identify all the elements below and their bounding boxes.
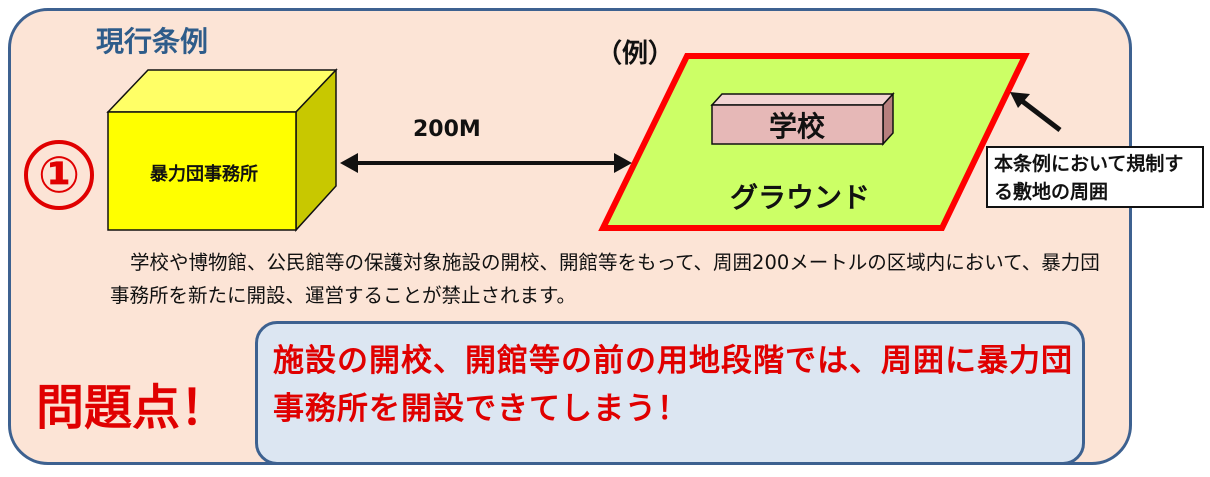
school-block-front	[711, 104, 884, 145]
distance-label: 200M	[413, 117, 481, 142]
problem-label: 問題点！	[36, 380, 229, 436]
school-block-top	[710, 93, 895, 106]
distance-arrow	[340, 153, 632, 173]
office-label: 暴力団事務所	[150, 164, 258, 185]
problem-box	[255, 321, 1085, 465]
regulated-area-note: 本条例において規制する敷地の周囲	[986, 146, 1204, 208]
note-pointer-arrow	[1010, 92, 1062, 132]
school-label: 学校	[768, 110, 825, 143]
step-number-badge: ①	[24, 140, 94, 210]
problem-text: 施設の開校、開館等の前の用地段階では、周囲に暴力団事務所を開設できてしまう！	[273, 343, 1073, 427]
page-title: 現行条例	[96, 25, 209, 58]
example-label: （例）	[596, 39, 675, 69]
description-text: 学校や博物館、公民館等の保護対象施設の開校、開館等をもって、周囲200メートルの…	[110, 251, 1100, 307]
step-number: ①	[37, 146, 81, 204]
office-cube-front	[107, 111, 297, 231]
ground-label: グラウンド	[729, 181, 870, 214]
